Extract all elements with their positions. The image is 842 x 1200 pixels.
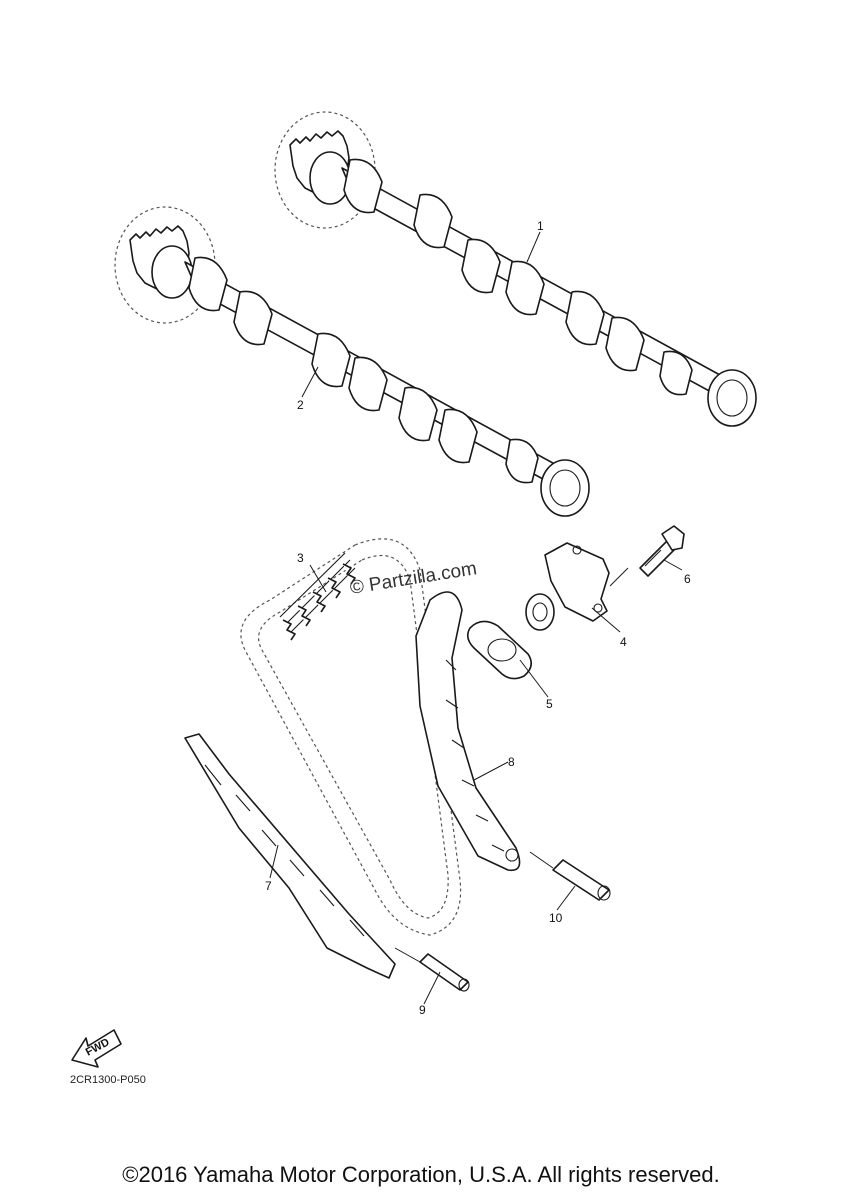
bolt-head [661, 525, 685, 551]
callout-3: 3 [297, 551, 304, 565]
callout-8: 8 [508, 755, 515, 769]
watermark: © Partzilla.com [348, 558, 478, 599]
tensioner-bolt-hole [572, 545, 582, 555]
timing-chain-loop-inner [258, 554, 449, 919]
camshaft-1-end-bore [716, 379, 748, 417]
chain-guide-8[interactable] [415, 591, 521, 872]
camshaft-1-end [707, 369, 757, 427]
chain-guide-7[interactable] [184, 733, 396, 979]
timing-chain[interactable] [240, 538, 462, 936]
tensioner-plunger-bore [532, 602, 548, 622]
tensioner-body [544, 542, 610, 622]
callout-9: 9 [419, 1003, 426, 1017]
guide-7-body [184, 733, 396, 979]
tensioner-plunger [525, 593, 555, 631]
guide-7-ribs [204, 764, 365, 937]
camshaft-2[interactable] [114, 206, 590, 517]
camshaft-1[interactable] [274, 111, 757, 427]
timing-chain-links [279, 552, 356, 634]
fwd-arrow-icon: FWD [71, 1029, 122, 1068]
tensioner-bolt[interactable] [639, 525, 685, 577]
camshaft-2-lobe [398, 386, 438, 442]
camshaft-1-hub [309, 151, 351, 205]
callout-7: 7 [265, 879, 272, 893]
tensioner-bolt-hole [593, 603, 603, 613]
gasket-center-hole [487, 638, 517, 662]
camshaft-1-lobe [605, 316, 645, 372]
pin-9-end [458, 978, 470, 992]
camshaft-1-lobe [565, 290, 605, 346]
camshaft-2-lobe [348, 356, 388, 412]
camshaft-1-lobe [461, 238, 501, 294]
camshaft-2-lobe [233, 290, 273, 346]
pin-10-body [552, 859, 610, 901]
camshaft-2-journal [505, 438, 539, 484]
callout-5: 5 [546, 697, 553, 711]
chain-tensioner[interactable] [525, 542, 610, 631]
callout-10: 10 [549, 911, 563, 925]
diagram-code: 2CR1300-P050 [70, 1074, 146, 1086]
camshaft-2-lobe [188, 256, 228, 312]
pin-10-end [597, 885, 611, 901]
callout-4: 4 [620, 635, 627, 649]
camshaft-1-lobe [413, 193, 453, 249]
timing-chain-segment [282, 563, 356, 641]
bolt-threads [644, 549, 662, 567]
guide-pin-10[interactable] [552, 859, 611, 901]
callout-2: 2 [297, 398, 304, 412]
tensioner-gasket[interactable] [466, 620, 532, 680]
camshaft-1-journal [659, 350, 693, 396]
leader-lines [269, 231, 683, 1005]
copyright-notice: ©2016 Yamaha Motor Corporation, U.S.A. A… [122, 1162, 720, 1187]
camshaft-1-lobe [505, 260, 545, 316]
guide-pin-9[interactable] [419, 953, 470, 992]
timing-chain-loop [240, 538, 462, 936]
callout-1: 1 [537, 219, 544, 233]
camshaft-2-end [540, 459, 590, 517]
camshaft-2-lobe [438, 408, 478, 464]
guide-8-ribs [445, 659, 505, 852]
gasket-body [466, 620, 532, 680]
camshaft-2-lobe [311, 332, 351, 388]
camshaft-1-lobe [343, 158, 383, 214]
guide-8-body [415, 591, 521, 872]
camshaft-2-end-bore [549, 469, 581, 507]
guide-8-pivot-hole [505, 848, 519, 862]
callout-6: 6 [684, 572, 691, 586]
pin-9-body [419, 953, 469, 991]
camshaft-2-hub [151, 245, 193, 299]
